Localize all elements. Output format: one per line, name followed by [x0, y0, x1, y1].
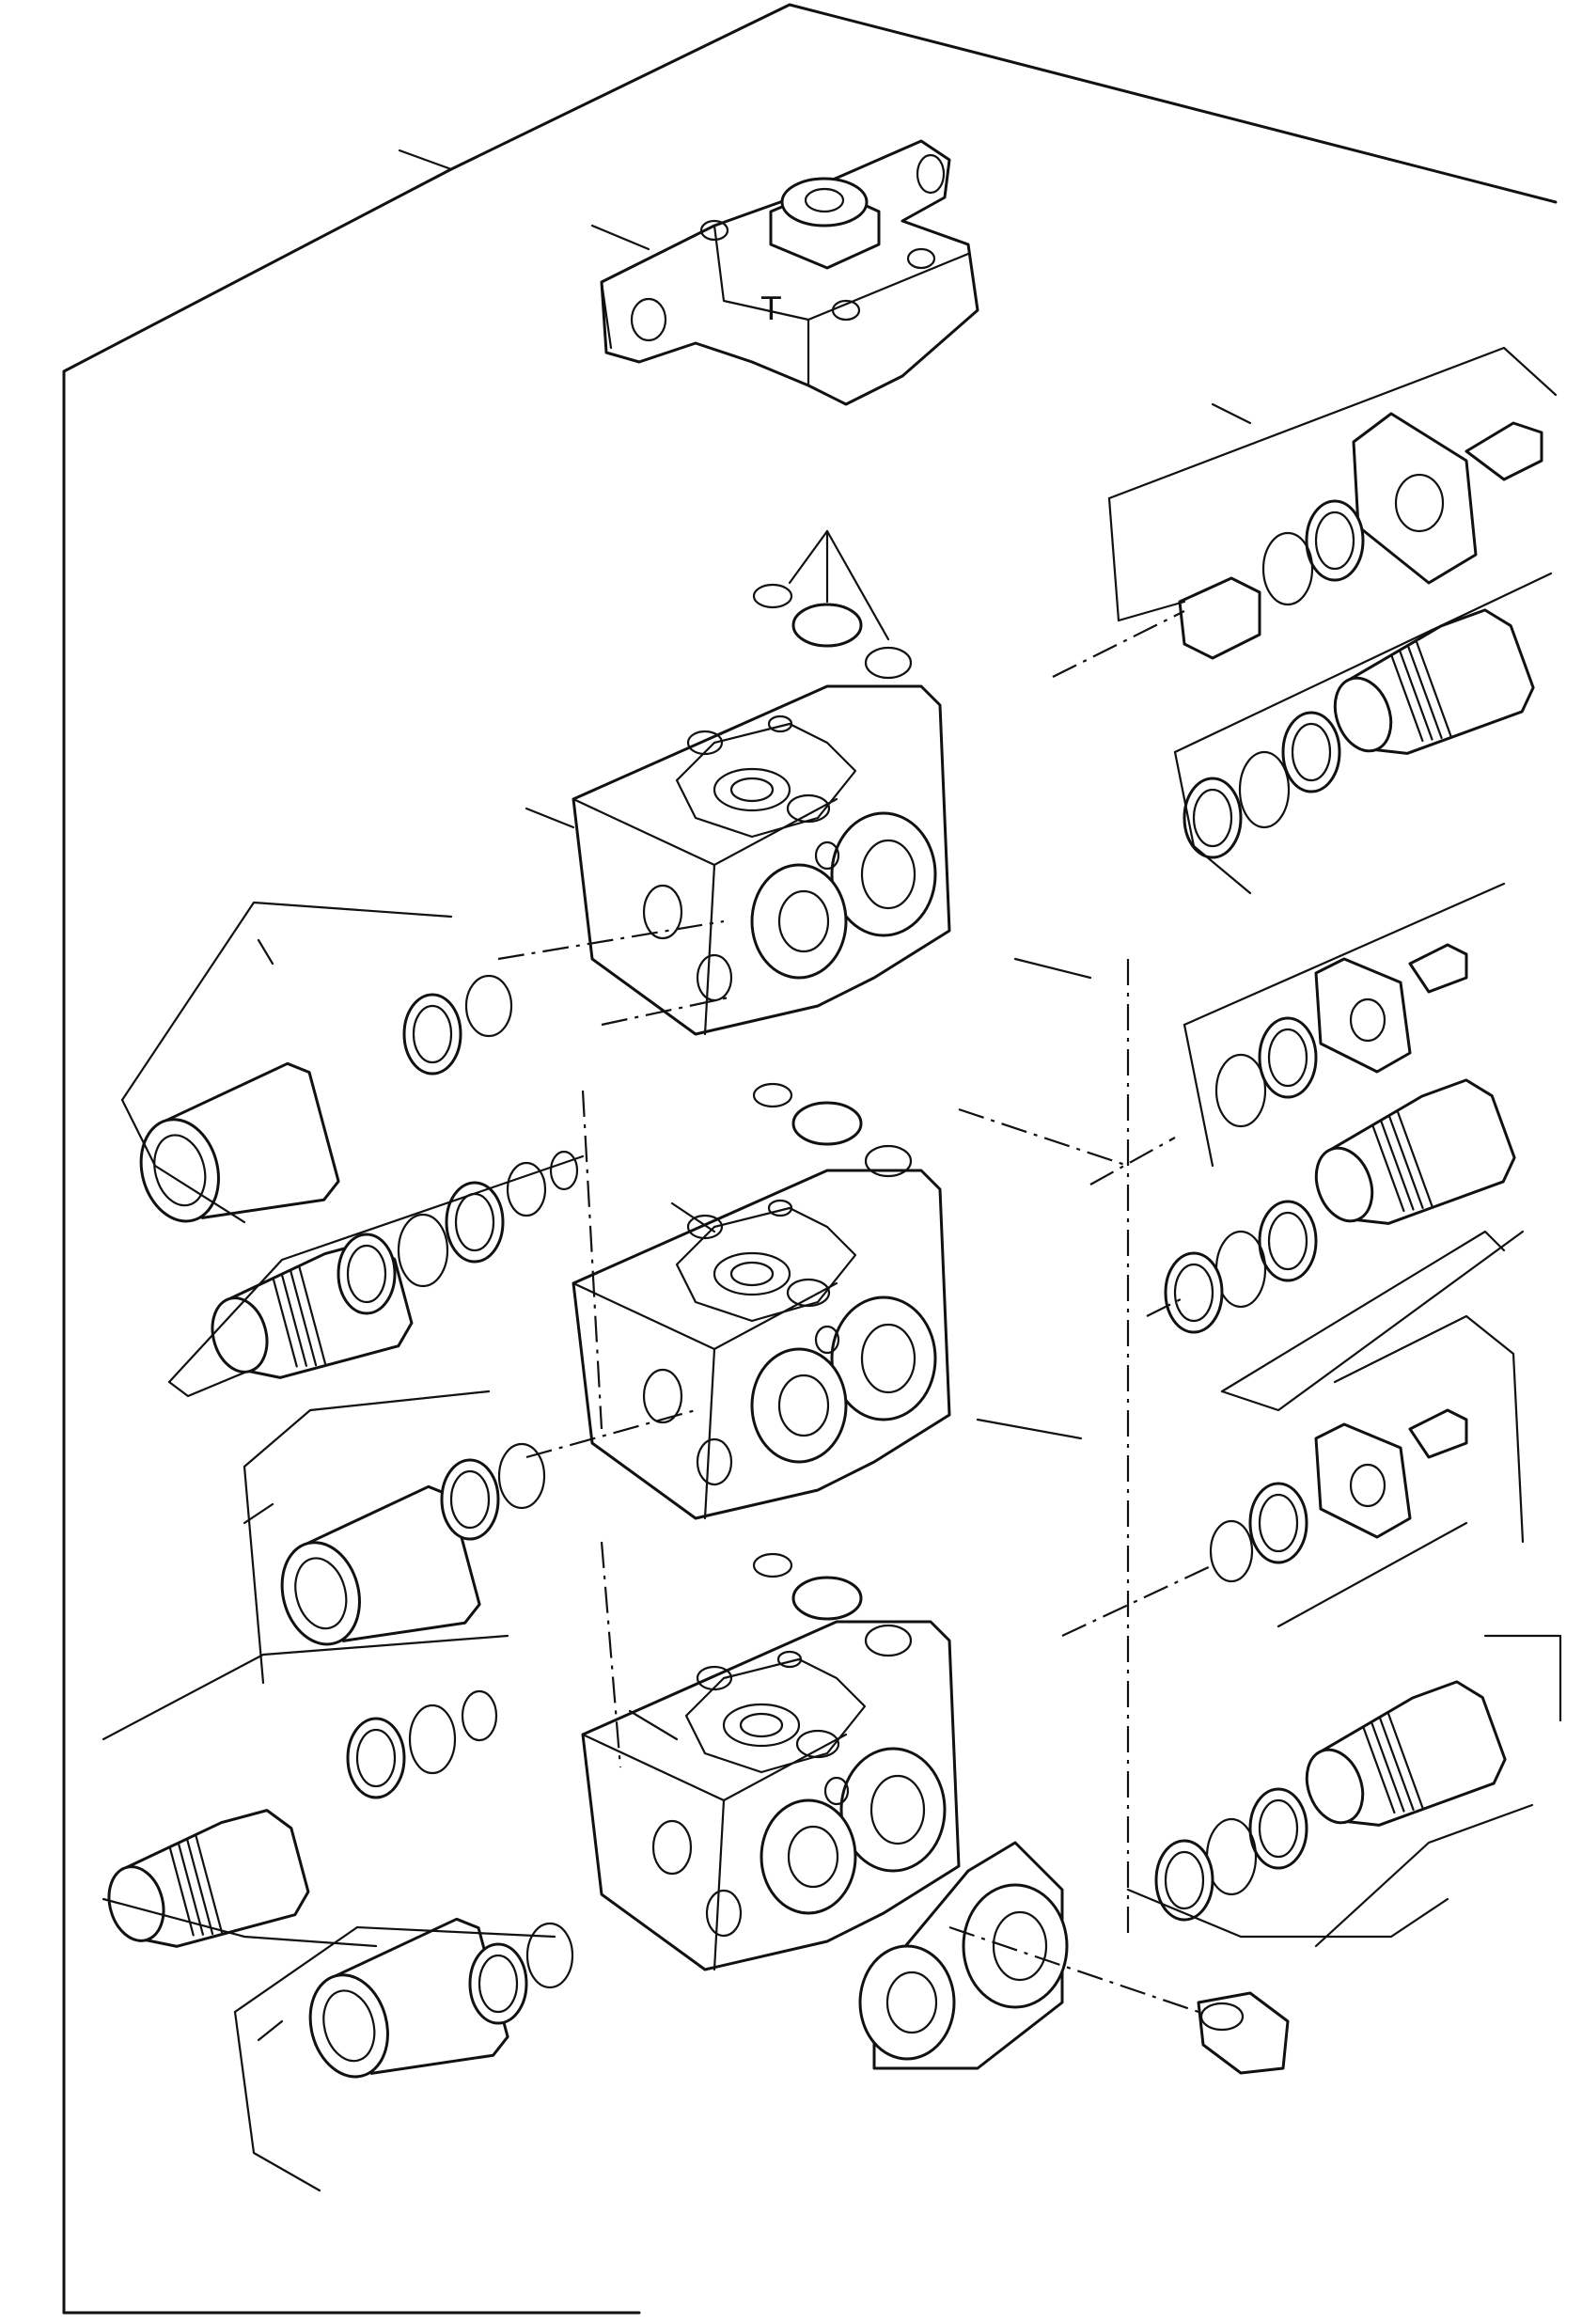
- valve-section-upper[interactable]: [572, 684, 951, 1036]
- assembly-centerlines: [497, 610, 1214, 2014]
- valve-section-middle[interactable]: [572, 1169, 951, 1520]
- left-spool-lower[interactable]: [94, 1689, 498, 1962]
- right-spool-upper[interactable]: [1183, 602, 1542, 859]
- right-spool-middle[interactable]: [1164, 1072, 1523, 1334]
- right-flange-upper[interactable]: [1178, 412, 1543, 660]
- right-flange-lower[interactable]: [1209, 1408, 1468, 1583]
- top-cover-mark: T: [760, 290, 781, 328]
- top-cover[interactable]: T: [398, 139, 979, 406]
- left-cap-lower[interactable]: [291, 1912, 574, 2101]
- top-seals-lower[interactable]: [752, 1552, 913, 1657]
- right-flange-middle[interactable]: [1214, 943, 1468, 1128]
- valve-section-lower[interactable]: [581, 1620, 1069, 2070]
- plug-bottom-right[interactable]: [1197, 1991, 1290, 2075]
- left-plug-upper[interactable]: [197, 1150, 579, 1393]
- top-seals-middle[interactable]: [752, 1082, 913, 1178]
- left-cap-upper[interactable]: [122, 974, 513, 1246]
- left-cap-middle[interactable]: [263, 1442, 546, 1669]
- leader-lines: [102, 346, 1562, 2192]
- top-seals-upper[interactable]: [752, 583, 913, 680]
- right-spool-lower[interactable]: [1154, 1673, 1513, 1922]
